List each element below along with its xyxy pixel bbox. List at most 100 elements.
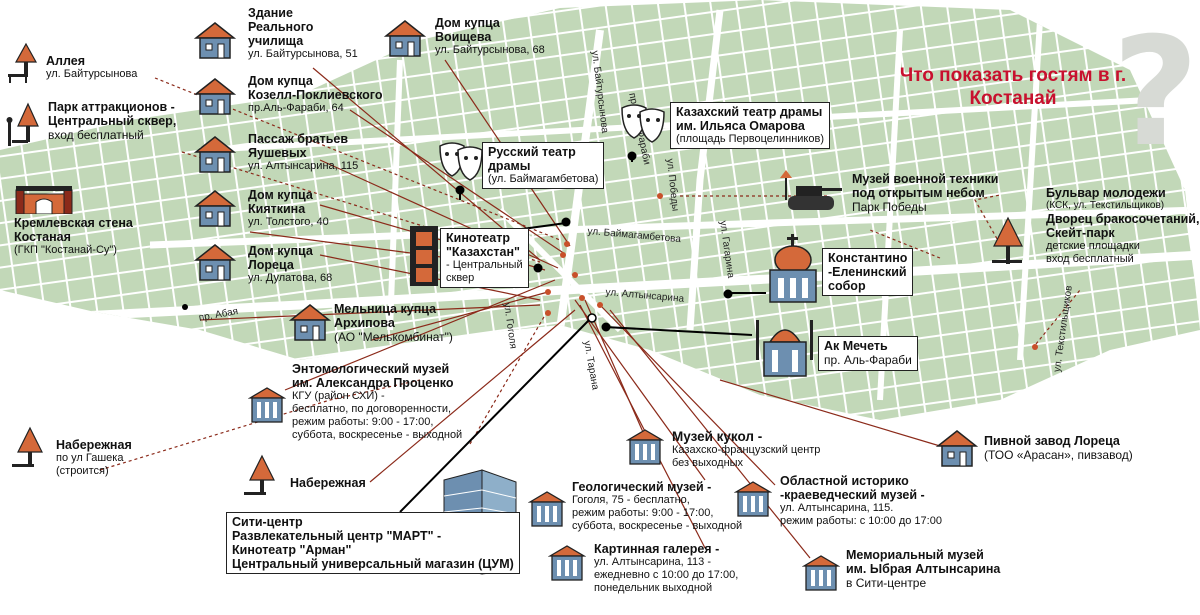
- mill-addr: (АО "Мелькомбинат"): [334, 330, 453, 344]
- label-kazakh-theatre[interactable]: Казахский театр драмы им. Ильяса Омарова…: [670, 102, 830, 149]
- brewery-addr: (ТОО «Арасан», пивзавод): [984, 448, 1133, 462]
- label-kreml[interactable]: Кремлевская стена Костаная (ГКП "Костана…: [14, 216, 133, 257]
- russian-theatre-name1: Русский театр: [488, 145, 576, 159]
- entomology-line1: КГУ (район СХИ) -: [292, 390, 385, 402]
- entomology-name1: Энтомологический музей: [292, 362, 450, 376]
- film-icon[interactable]: [408, 224, 440, 288]
- russian-theatre-addr: (ул. Баймагамбетова): [488, 173, 599, 185]
- geology-line3: суббота, воскресенье - выходной: [572, 520, 743, 532]
- yaushev-name2: Яушевых: [248, 146, 307, 160]
- realnoe-name2: Реального: [248, 20, 314, 34]
- label-geology[interactable]: Геологический музей - Гоголя, 75 - беспл…: [572, 480, 742, 533]
- label-city-center[interactable]: Сити-центр Развлекательный центр "МАРТ" …: [226, 512, 520, 574]
- house-icon[interactable]: [934, 428, 980, 468]
- house-icon[interactable]: [192, 188, 238, 228]
- boulevard-addr1: (КСК, ул. Текстильщиков): [1046, 200, 1165, 211]
- theatre-masks-icon[interactable]: [618, 102, 668, 146]
- label-russian-theatre[interactable]: Русский театр драмы (ул. Баймагамбетова): [482, 142, 605, 189]
- house-icon[interactable]: [192, 20, 238, 60]
- geology-name: Геологический музей -: [572, 480, 712, 494]
- label-park[interactable]: Парк аттракционов - Центральный сквер, в…: [48, 100, 176, 143]
- label-military[interactable]: Музей военной техники под открытым небом…: [852, 172, 998, 215]
- museum-icon[interactable]: [802, 554, 840, 594]
- voishchev-name2: Воищева: [435, 30, 492, 44]
- realnoe-name1: Здание: [248, 6, 293, 20]
- regional-line1: ул. Алтынсарина, 115.: [780, 502, 894, 514]
- city-center-l1: Сити-центр: [232, 515, 303, 529]
- label-cathedral[interactable]: Константино -Еленинский собор: [822, 248, 914, 296]
- military-name1: Музей военной техники: [852, 172, 999, 186]
- label-mosque[interactable]: Ак Мечеть пр. Аль-Фараби: [818, 336, 918, 371]
- gallery-line3: понедельник выходной: [594, 582, 713, 594]
- regional-line2: режим работы: с 10:00 до 17:00: [780, 515, 942, 527]
- label-kozell[interactable]: Дом купца Козелл-Поклиевского пр.Аль-Фар…: [248, 74, 382, 115]
- house-icon[interactable]: [192, 76, 238, 116]
- label-regional[interactable]: Областной историко -краеведческий музей …: [780, 474, 942, 528]
- label-gallery[interactable]: Картинная галерея - ул. Алтынсарина, 113…: [594, 542, 738, 595]
- label-kiyatkin[interactable]: Дом купца Кияткина ул. Толстого, 40: [248, 188, 329, 229]
- naberezhnaya-gashek-addr1: по ул Гашека: [56, 452, 124, 464]
- gallery-line1: ул. Алтынсарина, 113 -: [594, 556, 712, 568]
- house-icon[interactable]: [287, 302, 333, 342]
- label-memorial[interactable]: Мемориальный музей им. Ыбрая Алтынсарина…: [846, 548, 1000, 591]
- tree-bench-icon[interactable]: [4, 40, 44, 84]
- kino-addr2: сквер: [446, 272, 475, 284]
- entomology-line2: бесплатно, по договоренности,: [292, 403, 452, 415]
- label-mill[interactable]: Мельница купца Архипова (АО "Мелькомбина…: [334, 302, 453, 345]
- label-lorets-house[interactable]: Дом купца Лореца ул. Дулатова, 68: [248, 244, 332, 285]
- museum-icon[interactable]: [548, 544, 586, 584]
- park-name2: Центральный сквер,: [48, 114, 177, 128]
- label-entomology[interactable]: Энтомологический музей им. Александра Пр…: [292, 362, 462, 442]
- label-realnoe[interactable]: Здание Реального училища ул. Байтурсынов…: [248, 6, 358, 61]
- tree-bench-icon[interactable]: [984, 216, 1034, 272]
- kreml-name1: Кремлевская стена: [14, 216, 133, 230]
- kiyatkin-name1: Дом купца: [248, 188, 313, 202]
- label-naberezhnaya-gashek[interactable]: Набережная по ул Гашека (строится): [56, 438, 132, 478]
- label-alleya[interactable]: Аллея ул. Байтурсынова: [46, 54, 137, 81]
- gate-icon[interactable]: [14, 184, 74, 214]
- kreml-name2: Костаная: [14, 230, 71, 244]
- lorets-addr: ул. Дулатова, 68: [248, 272, 333, 284]
- museum-icon[interactable]: [626, 428, 664, 468]
- mosque-icon[interactable]: [750, 314, 820, 378]
- museum-icon[interactable]: [734, 480, 772, 520]
- alleya-name: Аллея: [46, 54, 85, 68]
- label-brewery[interactable]: Пивной завод Лореца (ТОО «Арасан», пивза…: [984, 434, 1133, 463]
- label-boulevard[interactable]: Бульвар молодежи (КСК, ул. Текстильщиков…: [1046, 186, 1199, 266]
- yaushev-name1: Пассаж братьев: [248, 132, 349, 146]
- kazakh-theatre-addr: (площадь Первоцелинников): [676, 133, 824, 145]
- regional-name2: -краеведческий музей -: [780, 488, 925, 502]
- park-addr: вход бесплатный: [48, 128, 144, 142]
- tree-bench-icon[interactable]: [238, 454, 282, 500]
- tree-bench-icon[interactable]: [8, 426, 48, 472]
- label-kino-kazakhstan[interactable]: Кинотеатр "Казахстан" - Центральный скве…: [440, 228, 529, 288]
- alleya-addr: ул. Байтурсынова: [46, 68, 138, 80]
- boulevard-name3: Скейт-парк: [1046, 226, 1115, 240]
- museum-icon[interactable]: [248, 386, 286, 426]
- church-icon[interactable]: [762, 234, 824, 304]
- house-icon[interactable]: [192, 134, 238, 174]
- label-dolls[interactable]: Музей кукол - Казахско-французский центр…: [672, 430, 820, 470]
- label-naberezhnaya[interactable]: Набережная: [290, 476, 366, 490]
- theatre-masks-icon[interactable]: [436, 140, 486, 184]
- park-name1: Парк аттракционов -: [48, 100, 175, 114]
- realnoe-addr: ул. Байтурсынова, 51: [248, 48, 358, 60]
- label-yaushev[interactable]: Пассаж братьев Яушевых ул. Алтынсарина, …: [248, 132, 358, 173]
- house-icon[interactable]: [192, 242, 238, 282]
- regional-name1: Областной историко: [780, 474, 909, 488]
- naberezhnaya-gashek-addr2: (строится): [56, 465, 109, 477]
- house-icon[interactable]: [382, 18, 428, 58]
- kreml-addr: (ГКП "Костанай-Су"): [14, 244, 117, 256]
- realnoe-name3: училища: [248, 34, 304, 48]
- museum-icon[interactable]: [528, 490, 566, 530]
- naberezhnaya-gashek-name: Набережная: [56, 438, 132, 452]
- label-voishchev[interactable]: Дом купца Воищева ул. Байтурсынова, 68: [435, 16, 545, 57]
- lorets-name2: Лореца: [248, 258, 294, 272]
- naberezhnaya-name: Набережная: [290, 476, 366, 490]
- tree-bench-icon[interactable]: [4, 100, 44, 150]
- map-dots: [182, 151, 1038, 350]
- boulevard-name1: Бульвар молодежи: [1046, 186, 1166, 200]
- tank-icon[interactable]: [772, 170, 844, 216]
- kiyatkin-addr: ул. Толстого, 40: [248, 216, 329, 228]
